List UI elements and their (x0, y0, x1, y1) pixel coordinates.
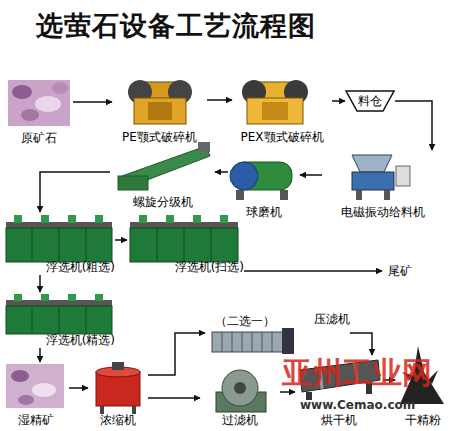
classifier-picture (118, 142, 210, 190)
equipment-node: 电磁振动给料机 (322, 150, 444, 220)
equipment-node: 浮选机(粗选) (3, 212, 115, 275)
flow-arrow (115, 239, 127, 241)
equipment-node: PEX颚式破碎机 (232, 72, 332, 145)
equipment-node: 过滤机 (200, 368, 280, 428)
equipment-node: 湿精矿 (3, 362, 69, 428)
flow-arrow (39, 348, 41, 362)
node-label: 原矿石 (5, 131, 73, 146)
node-label: 浮选机(精选) (3, 333, 115, 348)
flow-arrow (280, 391, 295, 393)
equipment-node: 原矿石 (5, 78, 73, 146)
flow-arrow (148, 333, 205, 375)
equipment-node: 螺旋分级机 (110, 138, 215, 210)
ore-picture (8, 80, 70, 126)
node-label: 湿精矿 (3, 413, 69, 428)
flow-arrow (350, 333, 372, 355)
flow-arrow (244, 270, 382, 272)
flow-arrow (73, 101, 112, 103)
node-label: 尾矿 (382, 264, 418, 279)
feeder-picture (352, 155, 410, 200)
flow-arrow (207, 99, 232, 101)
flotation-cells-picture (130, 215, 238, 262)
press-filter-picture (212, 328, 294, 354)
node-label: 浓缩机 (88, 413, 148, 428)
node-label: PE颚式破碎机 (112, 130, 207, 145)
node-label: 干精粉 (395, 413, 450, 428)
flow-arrow (332, 100, 345, 102)
node-label: PEX颚式破碎机 (232, 130, 332, 145)
node-label: 螺旋分级机 (110, 195, 215, 210)
flotation-cells-picture (6, 294, 112, 334)
watermark: 亚州工业网 (282, 355, 432, 391)
flotation-cells-picture (6, 215, 112, 262)
drum-filter-picture (216, 370, 266, 412)
flow-arrow (215, 171, 228, 173)
node-label: 料仓 (345, 94, 395, 109)
node-label: 过滤机 (200, 413, 280, 428)
node-label: 电磁振动给料机 (322, 205, 444, 220)
diagram-title: 选萤石设备工艺流程图 (36, 8, 316, 44)
equipment-node: 浮选机(精选) (3, 292, 115, 348)
bin-outline-shape (346, 91, 394, 111)
equipment-node: 浮选机(扫选) (127, 212, 244, 275)
equipment-node: PE颚式破碎机 (112, 72, 207, 145)
flow-arrow (39, 275, 41, 292)
node-label: 浮选机(扫选) (127, 260, 244, 275)
node-label: 浮选机(粗选) (3, 260, 115, 275)
bin-shape: 料仓 (345, 90, 395, 112)
flow-arrow (395, 101, 432, 150)
node-label: 烘干机 (295, 413, 383, 428)
watermark: www.Cemao.com (300, 398, 415, 412)
flow-arrow (300, 174, 322, 176)
equipment-node: 球磨机 (228, 150, 300, 220)
thickener-picture (96, 362, 140, 414)
flow-arrow (69, 387, 88, 389)
flow-arrow (148, 397, 200, 399)
node-label: 球磨机 (228, 205, 300, 220)
flow-arrow (40, 172, 110, 212)
note-text: （二选一） (215, 314, 275, 328)
jaw-crusher-picture (128, 80, 192, 124)
equipment-node: 尾矿 (382, 263, 418, 280)
jaw-crusher-picture (242, 80, 308, 124)
concentrate-picture (6, 364, 64, 408)
ball-mill-picture (230, 162, 292, 200)
equipment-node: 浓缩机 (88, 360, 148, 428)
